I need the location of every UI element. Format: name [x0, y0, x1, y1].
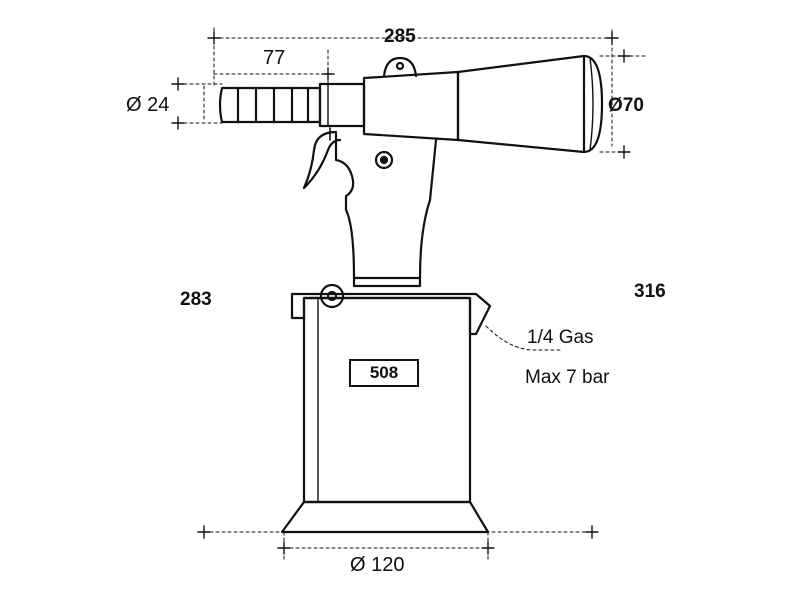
overall-length-label: 285	[384, 26, 416, 47]
nozzle	[218, 86, 322, 124]
air-inlet-thread-label: 1/4 Gas	[527, 327, 594, 348]
height-left-label: 283	[180, 289, 212, 310]
trigger	[302, 130, 342, 190]
head-cap	[582, 54, 604, 154]
cone-head	[456, 54, 586, 154]
nozzle-length-label: 77	[263, 47, 286, 69]
nozzle-diameter-label: Ø 24	[126, 94, 170, 116]
dimension-ticks	[171, 31, 631, 555]
model-number-badge: 508	[349, 359, 419, 387]
air-inlet-pressure-label: Max 7 bar	[525, 367, 610, 388]
base-diameter-label: Ø 120	[350, 554, 405, 576]
body-tube	[362, 70, 460, 142]
top-lug	[382, 56, 418, 78]
collar	[318, 82, 366, 128]
base-unit	[280, 283, 492, 534]
handle	[334, 132, 438, 288]
head-diameter-label: Ø70	[608, 95, 644, 116]
height-right-label: 316	[634, 281, 666, 302]
